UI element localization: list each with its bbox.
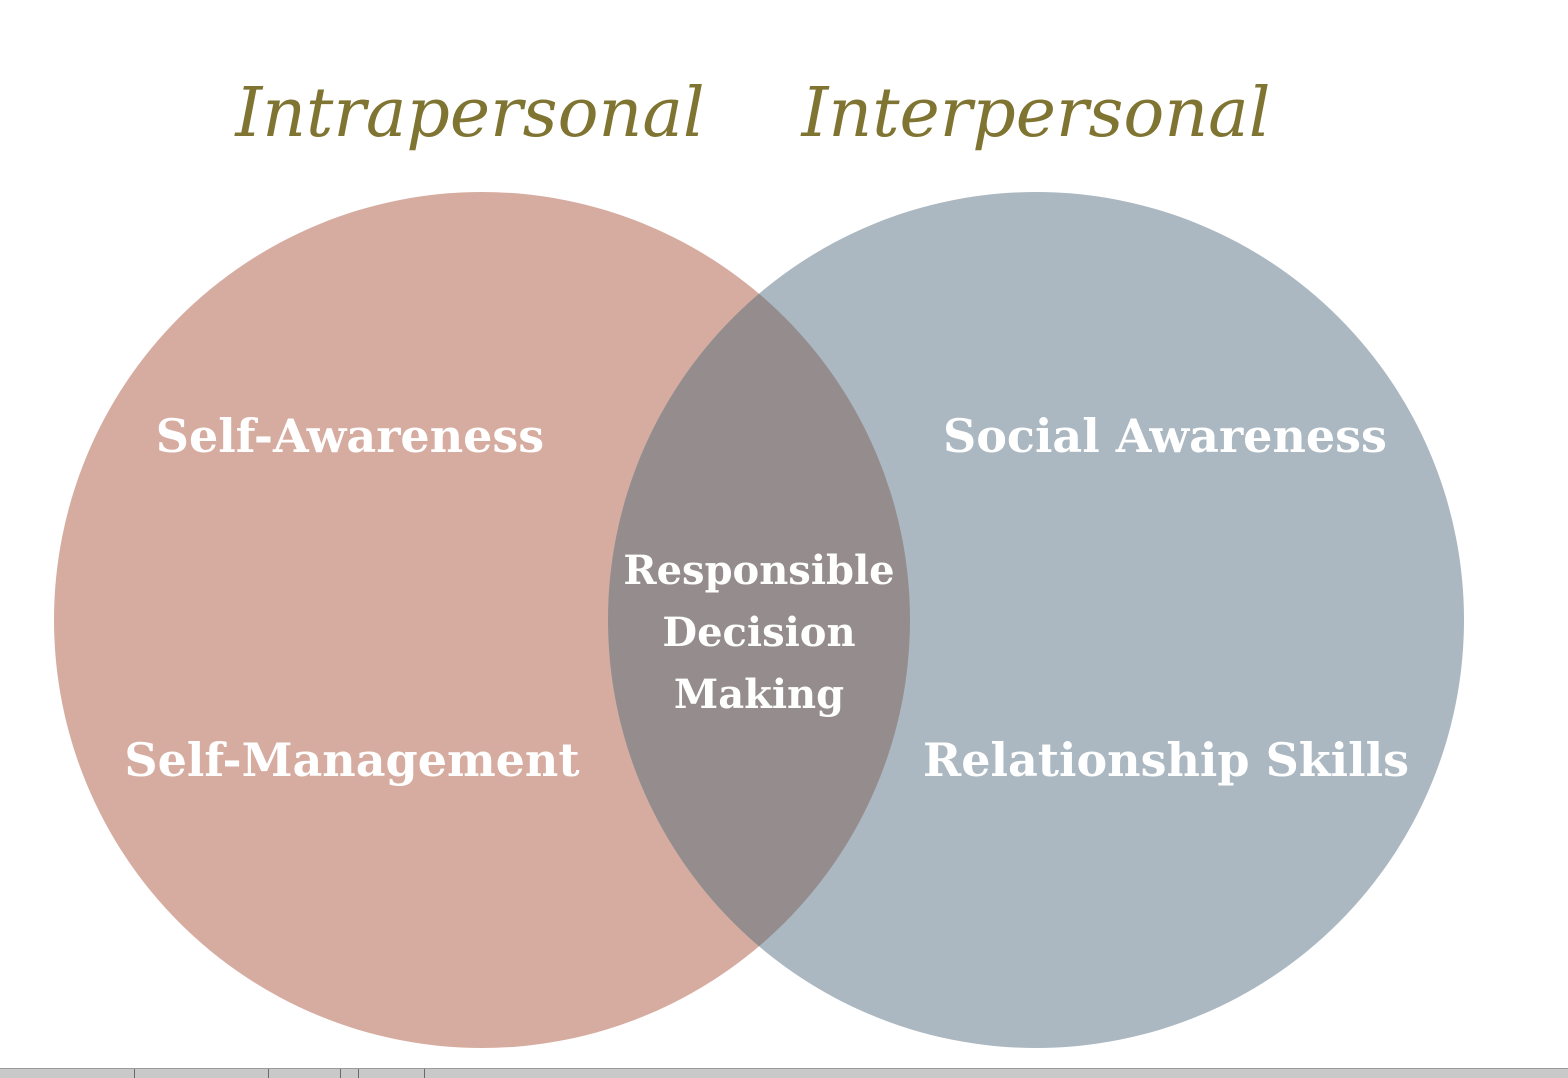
label-self-awareness: Self-Awareness — [156, 409, 544, 463]
overlap-label-line-1: Responsible — [623, 547, 894, 594]
strip-tick — [134, 1069, 135, 1078]
overlap-region — [608, 192, 910, 1048]
heading-interpersonal: Interpersonal — [800, 74, 1271, 153]
strip-tick — [358, 1069, 359, 1078]
bottom-scroll-strip — [0, 1068, 1568, 1078]
strip-tick — [424, 1069, 425, 1078]
overlap-label-line-2: Decision — [662, 609, 855, 656]
label-social-awareness: Social Awareness — [943, 409, 1387, 463]
label-relationship-skills: Relationship Skills — [923, 733, 1409, 787]
strip-tick — [340, 1069, 341, 1078]
label-self-management: Self-Management — [124, 733, 580, 787]
heading-intrapersonal: Intrapersonal — [233, 74, 704, 153]
strip-tick — [268, 1069, 269, 1078]
overlap-label-line-3: Making — [674, 671, 844, 718]
